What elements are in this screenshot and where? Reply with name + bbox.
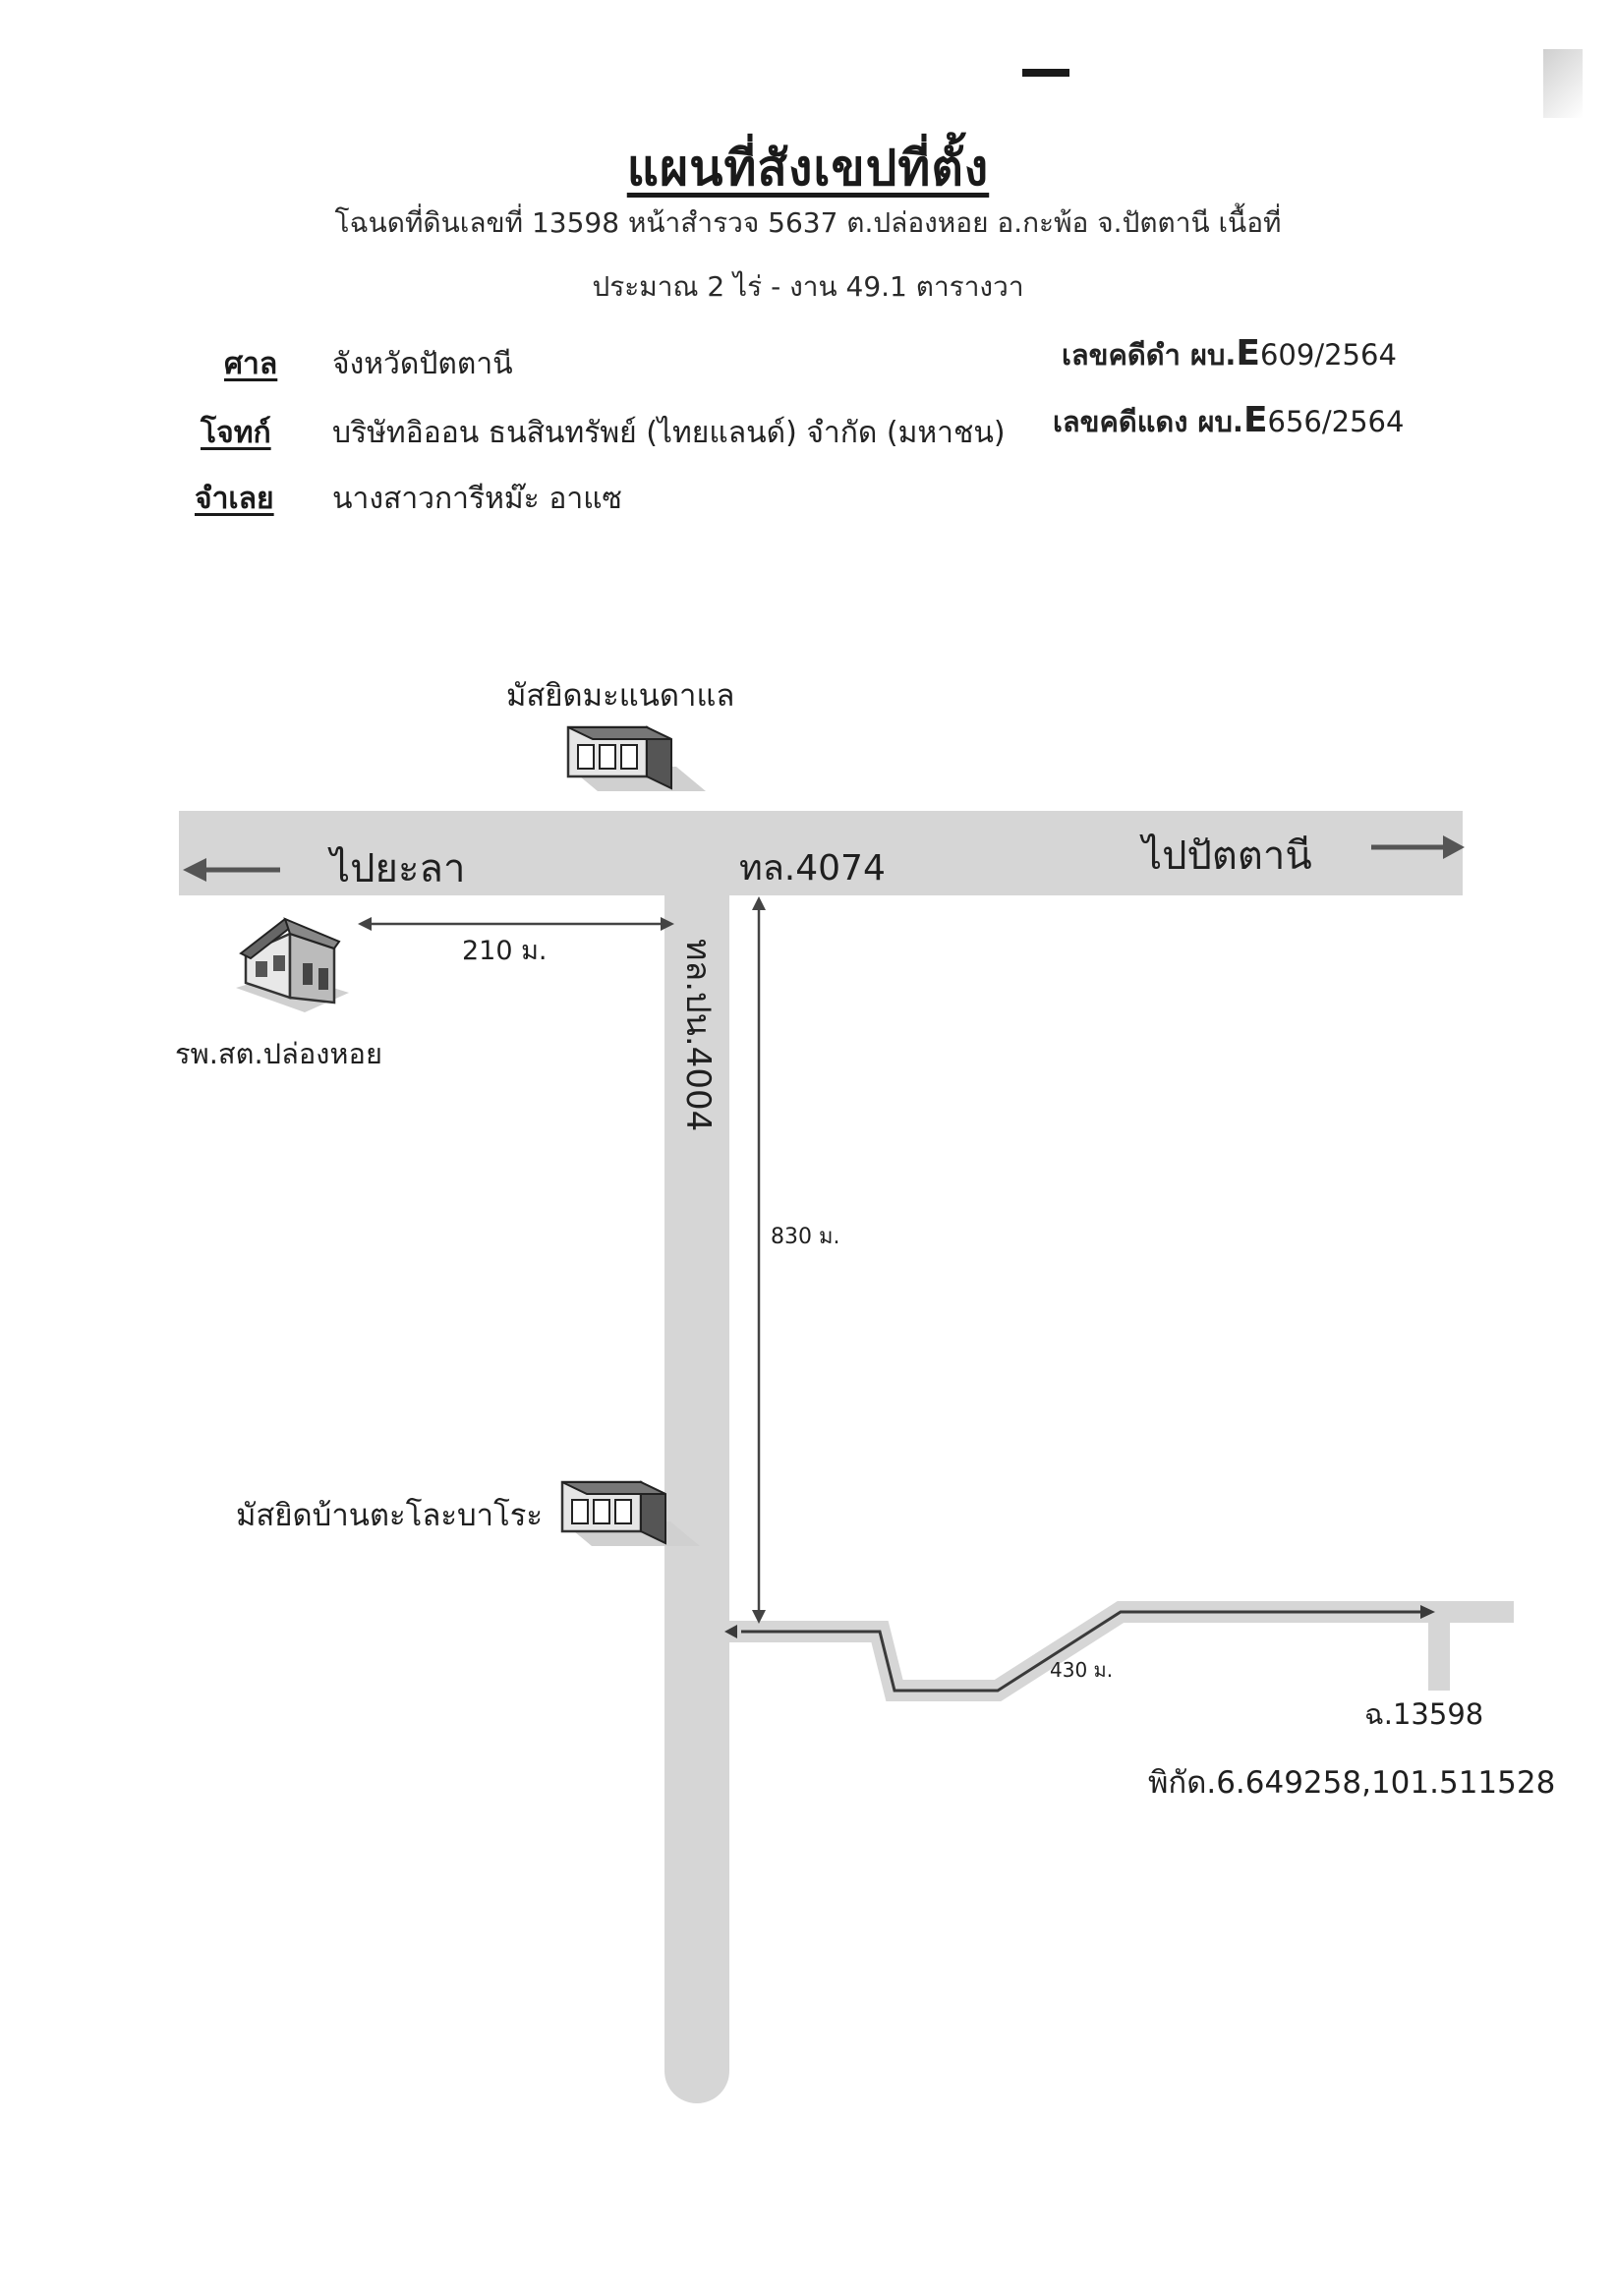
distance-830-label: 830 ม. xyxy=(771,1225,839,1249)
mosque-building-icon xyxy=(566,725,706,791)
main-road xyxy=(179,811,1463,895)
red-case-value: 656/2564 xyxy=(1267,405,1405,438)
scan-mark xyxy=(1022,69,1069,77)
plot-number-label: ฉ.13598 xyxy=(1364,1697,1483,1731)
lane-arrowhead-start xyxy=(724,1625,737,1638)
hospital-label: รพ.สต.ปล่องหอย xyxy=(175,1037,382,1070)
black-case-value: 609/2564 xyxy=(1259,338,1397,372)
arrow-right-icon xyxy=(1371,835,1465,859)
plaintiff-value: บริษัทอิออน ธนสินทรัพย์ (ไทยแลนด์) จำกัด… xyxy=(332,416,1006,450)
mosque-top-label: มัสยิดมะแนดาแล xyxy=(506,678,734,714)
mosque-building-icon xyxy=(560,1480,700,1546)
lane-arrowhead xyxy=(1420,1605,1435,1619)
page-title: แผนที่สังเขปที่ตั้ง xyxy=(626,140,990,197)
direction-pattani-label: ไปปัตตานี xyxy=(1139,833,1312,879)
deed-description-line-2: ประมาณ 2 ไร่ - งาน 49.1 ตารางวา xyxy=(592,270,1024,303)
black-case-number: เลขคดีดำ ผบ.E609/2564 xyxy=(1062,332,1397,377)
plaintiff-label: โจทก์ xyxy=(201,416,271,450)
dimension-830 xyxy=(752,896,766,1624)
hospital-building-icon xyxy=(236,917,349,1012)
red-case-prefix: E xyxy=(1242,400,1268,440)
scan-corner-shadow xyxy=(1543,49,1583,118)
black-case-label: เลขคดีดำ ผบ. xyxy=(1062,338,1237,372)
black-case-prefix: E xyxy=(1236,333,1260,373)
red-case-label: เลขคดีแดง ผบ. xyxy=(1053,405,1243,438)
direction-yala-label: ไปยะลา xyxy=(327,846,465,891)
red-case-number: เลขคดีแดง ผบ.E656/2564 xyxy=(1053,399,1404,444)
mosque-lower-label: มัสยิดบ้านตะโละบาโระ xyxy=(236,1498,543,1533)
branch-road xyxy=(664,885,729,2103)
court-value: จังหวัดปัตตานี xyxy=(332,347,513,381)
deed-description-line-1: โฉนดที่ดินเลขที่ 13598 หน้าสำรวจ 5637 ต.… xyxy=(334,206,1282,239)
road-4074-label: ทล.4074 xyxy=(739,848,886,889)
lane-route-line xyxy=(741,1610,1420,1693)
arrow-left-icon xyxy=(183,858,280,882)
plot-access xyxy=(1428,1612,1450,1691)
distance-430-label: 430 ม. xyxy=(1050,1658,1113,1682)
defendant-value: นางสาวการีหม๊ะ อาแซ xyxy=(332,482,622,516)
defendant-label: จำเลย xyxy=(195,482,274,516)
court-label: ศาล xyxy=(224,347,278,381)
dimension-210 xyxy=(358,917,674,931)
side-lane xyxy=(729,1601,1514,1701)
road-4004-label: ทล.ปน.4004 xyxy=(678,939,718,1131)
coordinates-label: พิกัด.6.649258,101.511528 xyxy=(1148,1765,1555,1801)
distance-210-label: 210 ม. xyxy=(462,936,548,966)
branch-road-junction xyxy=(664,885,729,1003)
